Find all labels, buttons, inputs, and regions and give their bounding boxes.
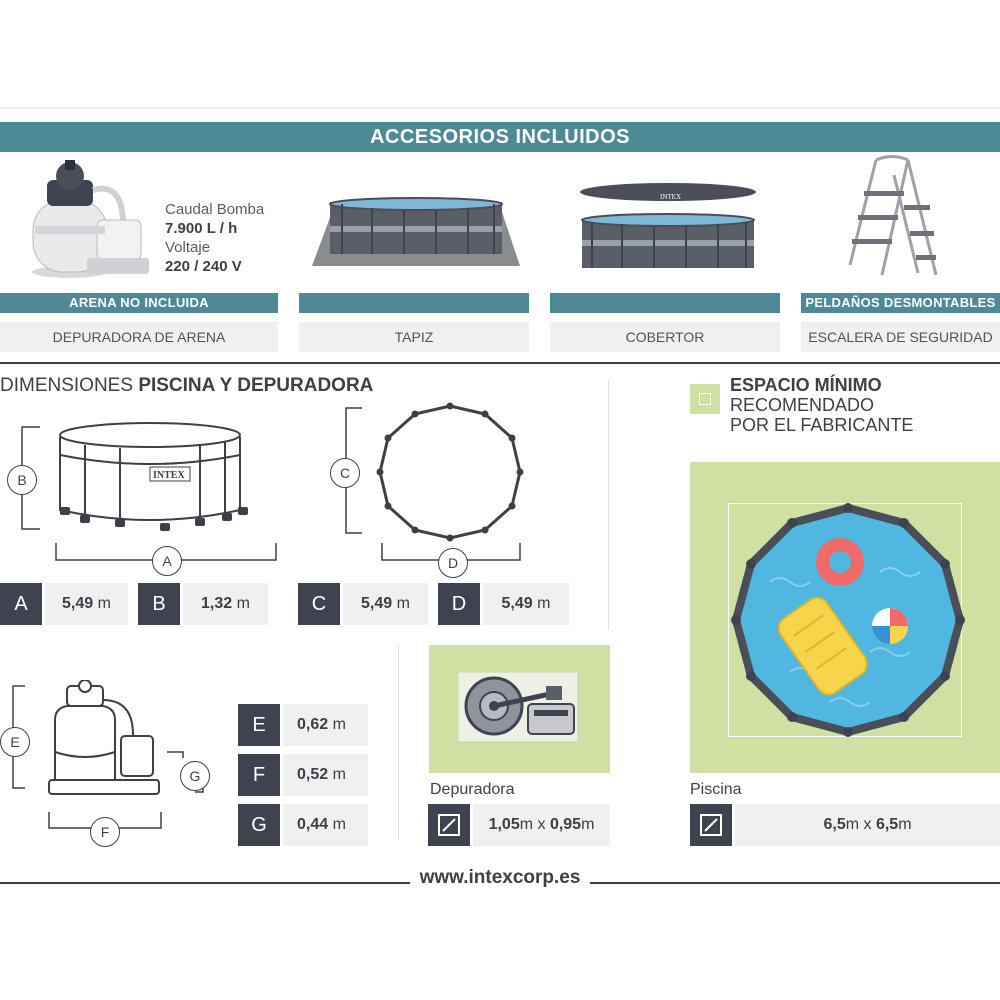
caudal-label: Caudal Bomba [165,201,265,218]
dim-value-f: 0,52 m [283,754,368,796]
pump-dimension-diagram [12,680,204,829]
voltaje-label: Voltaje [165,239,211,256]
dim-letter-d: D [438,583,480,625]
dim-letter-c: C [298,583,340,625]
vertical-divider [608,380,609,630]
label-circle-c: C [330,458,360,488]
header-band [0,122,1000,152]
resize-icon [700,814,722,836]
label-circle-e: E [0,727,30,757]
accessory-name-escalera: ESCALERA DE SEGURIDAD [801,322,1000,352]
footer-url[interactable]: www.intexcorp.es [409,867,591,888]
pool-brand: INTEX [153,470,185,481]
accessory-bar-peldanos: PELDAÑOS DESMONTABLES [801,293,1000,313]
legend-green-square [690,384,720,414]
dim-letter-f: F [238,754,280,796]
dimensions-title-light: DIMENSIONES [0,375,139,396]
accessory-bar-arena: ARENA NO INCLUIDA [0,293,278,313]
dimensions-title: DIMENSIONES PISCINA Y DEPURADORA [0,375,420,397]
accessory-bar-tapiz [299,293,529,313]
label-circle-g: G [180,761,210,791]
space-title-line2: RECOMENDADO [730,395,875,415]
dim-letter-a: A [0,583,42,625]
accessory-bar-cobertor [550,293,780,313]
vertical-divider-2 [398,645,399,840]
space-title-line1: ESPACIO MÍNIMO [730,375,882,395]
label-circle-a: A [152,546,182,576]
dim-value-c: 5,49 m [343,583,428,625]
safety-ladder-image [848,155,938,276]
dim-letter-b: B [138,583,180,625]
pool-top-diagram [345,402,524,561]
space-title-line3: POR EL FABRICANTE [730,415,914,435]
dim-value-d: 5,49 m [483,583,569,625]
footer: www.intexcorp.es [0,867,1000,889]
dim-value-a: 5,49 m [45,583,128,625]
voltaje-value: 220 / 240 V [165,258,242,275]
dim-value-g: 0,44 m [283,804,368,846]
label-circle-d: D [438,548,468,578]
depuradora-top-view [458,672,579,743]
depuradora-size: 1,05m x 0,95m [473,804,610,846]
space-title: ESPACIO MÍNIMO RECOMENDADO POR EL FABRIC… [730,375,990,435]
sand-filter-pump-image [32,160,149,278]
label-circle-f: F [90,817,120,847]
header-title: ACCESORIOS INCLUIDOS [369,126,631,148]
cover-brand: INTEX [660,193,681,201]
pool-cover-image: INTEX [580,183,756,268]
pump-specs: Caudal Bomba 7.900 L / h Voltaje 220 / 2… [165,200,295,276]
ground-cloth-image [312,197,520,266]
pool-side-diagram: INTEX [21,422,277,561]
dim-letter-g: G [238,804,280,846]
resize-icon [438,814,460,836]
section-divider [0,362,1000,364]
piscina-size-icon [690,804,732,846]
accessory-name-tapiz: TAPIZ [299,322,529,352]
caudal-value: 7.900 L / h [165,220,238,237]
accessory-name-cobertor: COBERTOR [550,322,780,352]
top-divider [0,107,1000,109]
label-circle-b: B [7,465,37,495]
depuradora-caption: Depuradora [430,781,515,798]
dim-letter-e: E [238,704,280,746]
depuradora-size-icon [428,804,470,846]
dim-value-b: 1,32 m [183,583,268,625]
piscina-caption: Piscina [690,781,742,798]
accessory-name-depuradora: DEPURADORA DE ARENA [0,322,278,352]
dim-value-e: 0,62 m [283,704,368,746]
pool-top-illustration [731,503,965,737]
legend-inner-square [699,393,711,405]
dimensions-title-bold: PISCINA Y DEPURADORA [138,375,374,396]
piscina-size: 6,5m x 6,5m [735,804,1000,846]
